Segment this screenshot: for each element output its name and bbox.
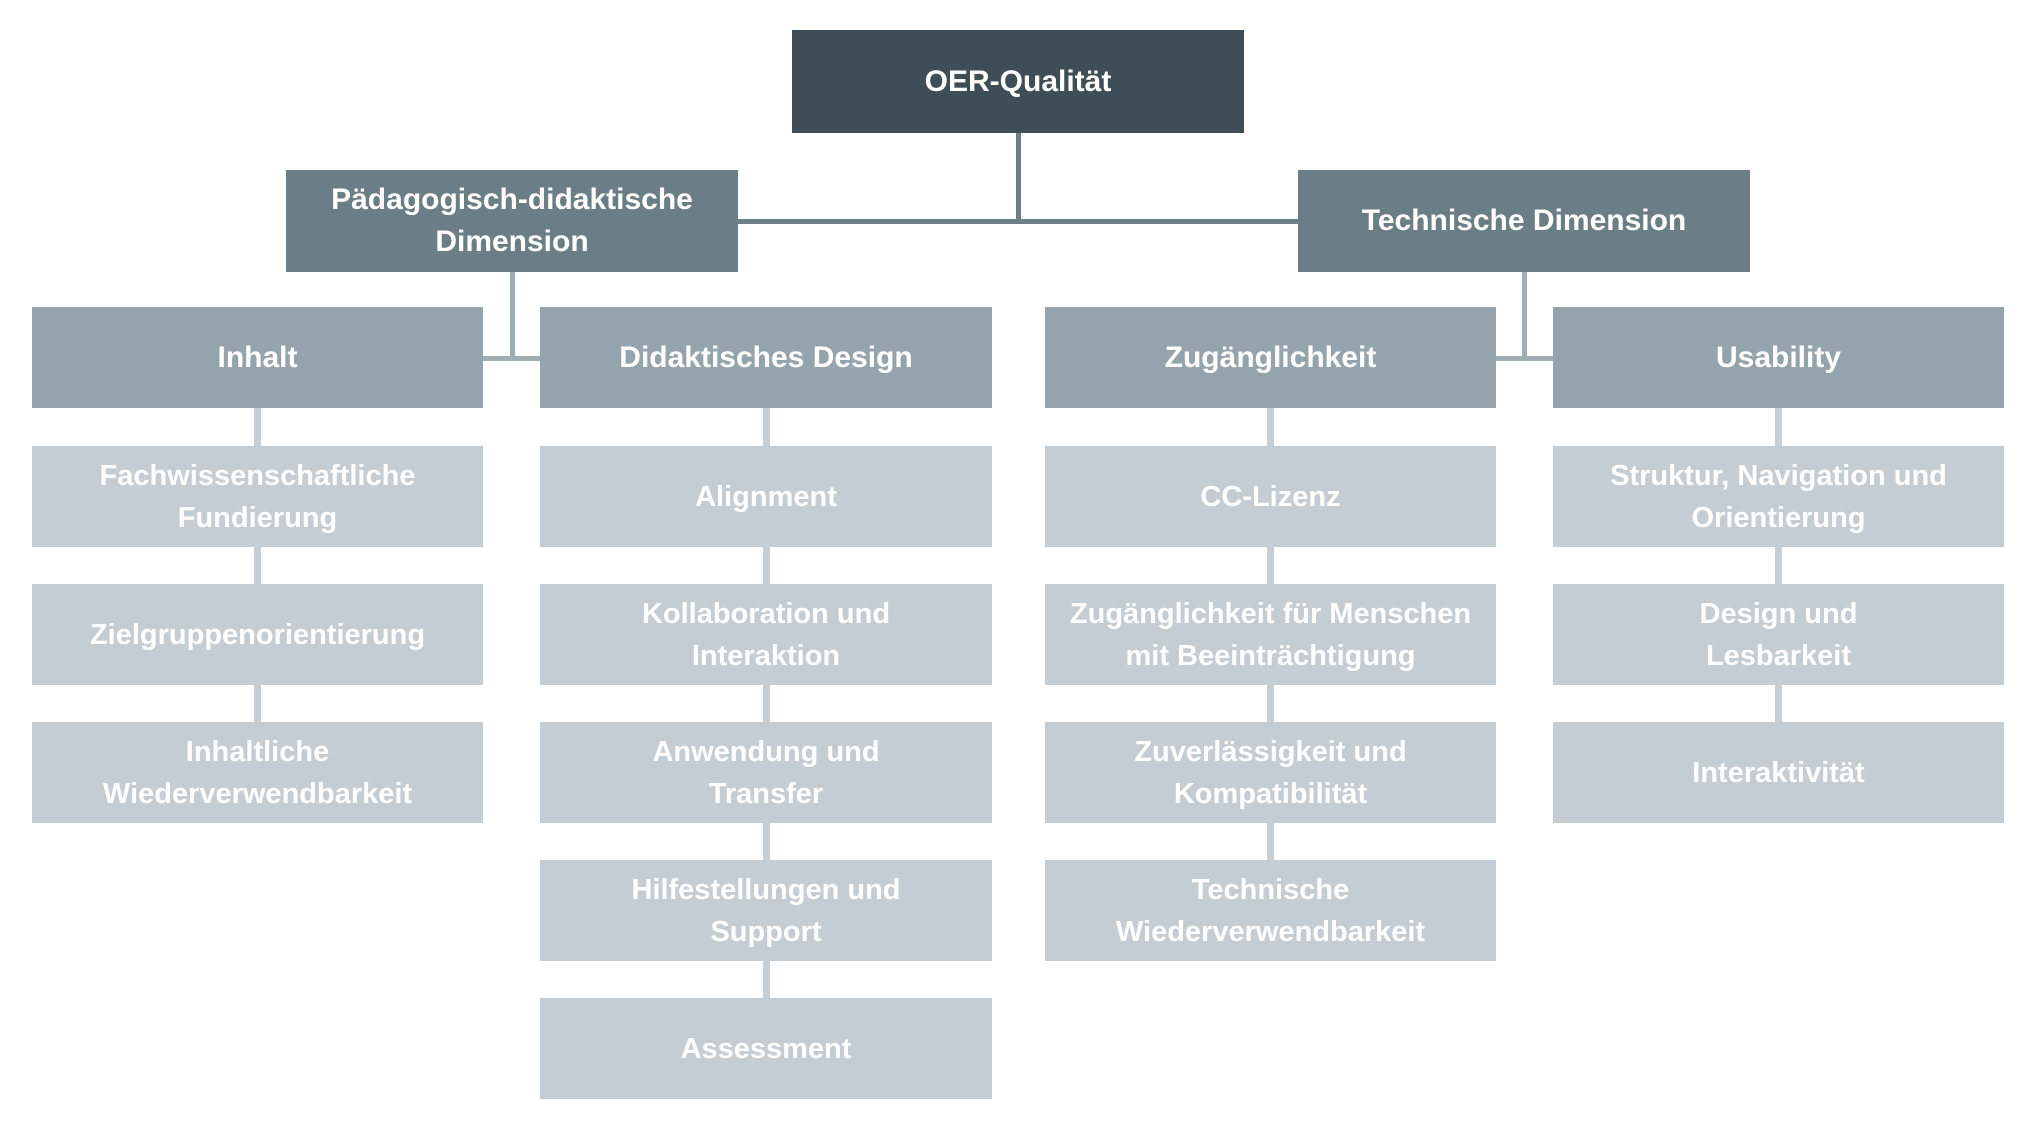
connector-child-vertical (1267, 823, 1274, 860)
connector-root-vertical (1015, 133, 1021, 224)
connector-dimension-horizontal (1496, 355, 1553, 361)
tree-node-child: Fachwissenschaftliche Fundierung (32, 446, 483, 547)
connector-child-vertical (762, 685, 770, 722)
connector-dimension-horizontal (483, 355, 540, 361)
connector-child-vertical (762, 408, 770, 446)
column-header-inhalt: Inhalt (32, 307, 483, 408)
tree-node-child: Zugänglichkeit für Menschen mit Beeinträ… (1045, 584, 1496, 685)
connector-child-vertical (1267, 685, 1274, 722)
column-header-zugaenglichkeit: Zugänglichkeit (1045, 307, 1496, 408)
connector-root-horizontal (738, 219, 1298, 224)
tree-node-child: Assessment (540, 998, 992, 1099)
connector-child-vertical (1267, 547, 1274, 584)
connector-child-vertical (1775, 408, 1782, 446)
tree-node-child: Kollaboration und Interaktion (540, 584, 992, 685)
tree-node-child: Technische Wiederverwendbarkeit (1045, 860, 1496, 961)
tree-node-child: Anwendung und Transfer (540, 722, 992, 823)
connector-child-vertical (1775, 547, 1782, 584)
tree-node-child: Alignment (540, 446, 992, 547)
connector-child-vertical (762, 547, 770, 584)
tree-node-child: Zuverlässigkeit und Kompatibilität (1045, 722, 1496, 823)
connector-child-vertical (762, 823, 770, 860)
column-header-didaktisches-design: Didaktisches Design (540, 307, 992, 408)
dimension-node-technisch: Technische Dimension (1298, 170, 1750, 272)
tree-node-child: CC-Lizenz (1045, 446, 1496, 547)
connector-child-vertical (762, 961, 770, 998)
connector-child-vertical (254, 685, 261, 722)
dimension-node-paedagogisch-didaktisch: Pädagogisch-didaktische Dimension (286, 170, 738, 272)
connector-dimension-vertical (1521, 272, 1527, 360)
tree-node-child: Design und Lesbarkeit (1553, 584, 2004, 685)
connector-dimension-vertical (509, 272, 515, 360)
tree-node-child: Interaktivität (1553, 722, 2004, 823)
tree-node-child: Struktur, Navigation und Orientierung (1553, 446, 2004, 547)
connector-child-vertical (1267, 408, 1274, 446)
connector-child-vertical (254, 408, 261, 446)
root-node-oer-qualitaet: OER-Qualität (792, 30, 1244, 133)
connector-child-vertical (254, 547, 261, 584)
connector-child-vertical (1775, 685, 1782, 722)
tree-node-child: Hilfestellungen und Support (540, 860, 992, 961)
column-header-usability: Usability (1553, 307, 2004, 408)
tree-node-child: Zielgruppenorientierung (32, 584, 483, 685)
tree-node-child: Inhaltliche Wiederverwendbarkeit (32, 722, 483, 823)
